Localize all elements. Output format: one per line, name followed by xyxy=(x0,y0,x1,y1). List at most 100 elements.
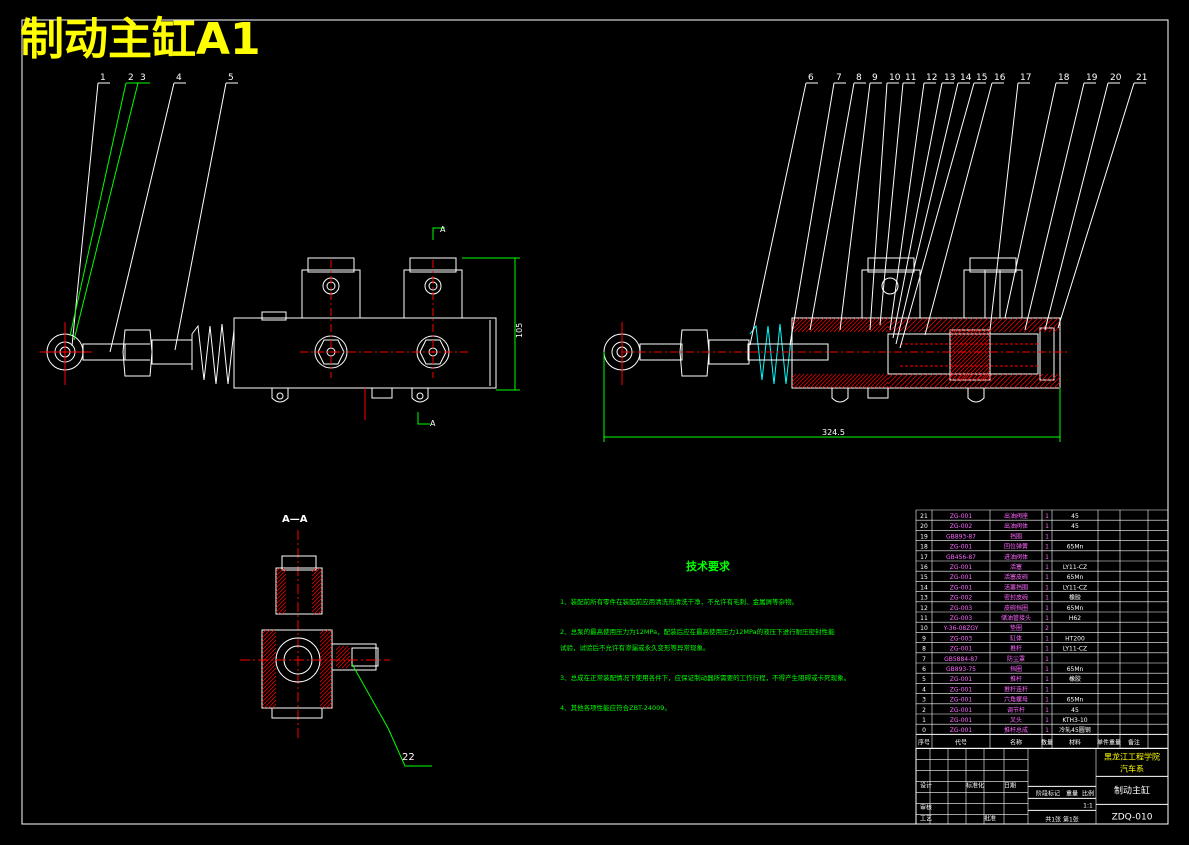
parts-cell: ZG-001 xyxy=(950,544,973,551)
parts-cell: 7 xyxy=(922,656,926,663)
balloon-leader xyxy=(839,82,871,331)
scale-value: 1:1 xyxy=(1083,802,1093,809)
parts-cell: 1 xyxy=(1045,605,1049,612)
balloon-20: 20 xyxy=(1110,73,1122,83)
parts-cell: 推杆 xyxy=(1010,645,1022,653)
parts-cell: 20 xyxy=(920,523,928,530)
parts-cell: 19 xyxy=(920,533,928,540)
note-item: 3、总成在正常装配情况下使用各件下，应保证制动器所需要的工作行程，不得产生阻碍或… xyxy=(560,673,850,682)
table-header-cell: 名称 xyxy=(1010,738,1022,746)
parts-cell: 活塞 xyxy=(1010,563,1022,571)
balloon-21: 21 xyxy=(1136,73,1147,83)
parts-cell: 65Mn xyxy=(1067,605,1084,612)
parts-cell: 出油阀座 xyxy=(1004,512,1028,520)
parts-cell: 12 xyxy=(920,605,928,612)
title-block: 黑龙江工程学院汽车系制动主缸ZDQ-010阶段标记重量比例1:1共1张 第1张设… xyxy=(915,747,1169,825)
balloon-17: 17 xyxy=(1020,73,1031,83)
parts-cell: 出油阀体 xyxy=(1004,522,1028,530)
parts-cell: 1 xyxy=(1045,564,1049,571)
standard-label: 标准化 xyxy=(966,781,984,789)
parts-cell: 冷轧45圆钢 xyxy=(1059,726,1091,734)
parts-cell: ZG-001 xyxy=(950,707,973,714)
parts-cell: 皮碗挡圈 xyxy=(1004,604,1028,612)
parts-cell: 1 xyxy=(1045,717,1049,724)
parts-cell: GB893-87 xyxy=(946,533,976,540)
parts-cell: 叉头 xyxy=(1010,716,1022,724)
drawing-number: ZDQ-010 xyxy=(1112,812,1153,822)
drawing-name: 制动主缸 xyxy=(1114,784,1150,796)
parts-cell: 1 xyxy=(1045,595,1049,602)
balloon-12: 12 xyxy=(926,73,937,83)
checker-label: 审核 xyxy=(920,803,932,811)
parts-cell: 16 xyxy=(920,564,928,571)
approve-label: 批准 xyxy=(984,814,996,822)
parts-cell: 1 xyxy=(1045,646,1049,653)
parts-cell: ZG-001 xyxy=(950,727,973,734)
parts-cell: 1 xyxy=(1045,686,1049,693)
parts-cell: 活塞挡圈 xyxy=(1004,583,1028,591)
parts-cell: ZG-001 xyxy=(950,564,973,571)
balloon-leader xyxy=(73,82,139,341)
parts-cell: 1 xyxy=(1045,574,1049,581)
notes-heading: 技术要求 xyxy=(686,559,731,573)
parts-cell: 4 xyxy=(922,686,926,693)
parts-cell: 1 xyxy=(1045,656,1049,663)
balloon-leader xyxy=(892,82,943,339)
parts-cell: LY11-CZ xyxy=(1063,564,1087,571)
date-label: 日期 xyxy=(1004,781,1016,789)
parts-cell: 1 xyxy=(1045,676,1049,683)
parts-cell: 6 xyxy=(922,666,926,673)
process-label: 工艺 xyxy=(920,814,932,822)
parts-cell: 2 xyxy=(1045,625,1049,632)
balloon-leader xyxy=(899,82,975,349)
parts-cell: GB893-75 xyxy=(946,666,976,673)
table-header-cell: 代号 xyxy=(955,738,967,746)
parts-cell: 1 xyxy=(1045,615,1049,622)
parts-cell: 13 xyxy=(920,595,928,602)
parts-cell: 橡胶 xyxy=(1069,675,1081,683)
balloon-22-leader xyxy=(351,663,432,767)
balloon-16: 16 xyxy=(994,73,1006,83)
balloon-11: 11 xyxy=(905,73,916,83)
length-dimension xyxy=(603,352,1061,442)
balloon-5: 5 xyxy=(228,73,234,83)
drawing-border xyxy=(21,19,1169,825)
section-view xyxy=(240,530,390,740)
parts-cell: 2 xyxy=(922,707,926,714)
table-header-cell: 材料 xyxy=(1069,738,1081,746)
parts-cell: 1 xyxy=(1045,727,1049,734)
parts-cell: ZG-001 xyxy=(950,574,973,581)
school-name: 黑龙江工程学院 xyxy=(1104,751,1160,761)
parts-cell: HT200 xyxy=(1065,635,1085,642)
parts-cell: ZG-001 xyxy=(950,717,973,724)
balloon-18: 18 xyxy=(1058,73,1070,83)
balloon-1: 1 xyxy=(100,73,106,83)
balloon-7: 7 xyxy=(836,73,842,83)
parts-cell: 1 xyxy=(1045,523,1049,530)
parts-cell: 5 xyxy=(922,676,926,683)
height-dimension xyxy=(462,257,520,391)
parts-cell: 密封皮碗 xyxy=(1004,594,1028,602)
section-mark-bottom: A xyxy=(430,419,436,428)
sheet-info: 共1张 第1张 xyxy=(1045,815,1079,823)
length-dimension-label: 324.5 xyxy=(822,428,845,437)
parts-cell: 1 xyxy=(1045,697,1049,704)
balloon-leader xyxy=(809,82,855,331)
note-item: 1、装配前所有零件在装配前应用清洗剂清洗干净，不允许有毛刺、金属屑等杂物。 xyxy=(560,597,798,606)
parts-cell: 缸体 xyxy=(1010,634,1022,642)
note-item: 4、其他各项性能应符合ZBT-24009。 xyxy=(560,703,671,712)
parts-cell: 调节杆 xyxy=(1007,706,1025,714)
section-view-title: A—A xyxy=(282,514,308,525)
parts-cell: ZG-003 xyxy=(950,605,973,612)
left-view xyxy=(40,257,497,420)
balloon-leader xyxy=(895,82,959,345)
parts-cell: 推杆 xyxy=(1010,675,1022,683)
parts-cell: 1 xyxy=(1045,666,1049,673)
balloon-leader xyxy=(1004,82,1057,319)
note-item: 2、总泵的最高使用压力为12MPa，配装后应在最高使用压力12MPa的液压下进行… xyxy=(560,627,835,652)
parts-cell: LY11-CZ xyxy=(1063,646,1087,653)
parts-cell: 14 xyxy=(920,584,928,591)
parts-cell: 45 xyxy=(1071,523,1079,530)
